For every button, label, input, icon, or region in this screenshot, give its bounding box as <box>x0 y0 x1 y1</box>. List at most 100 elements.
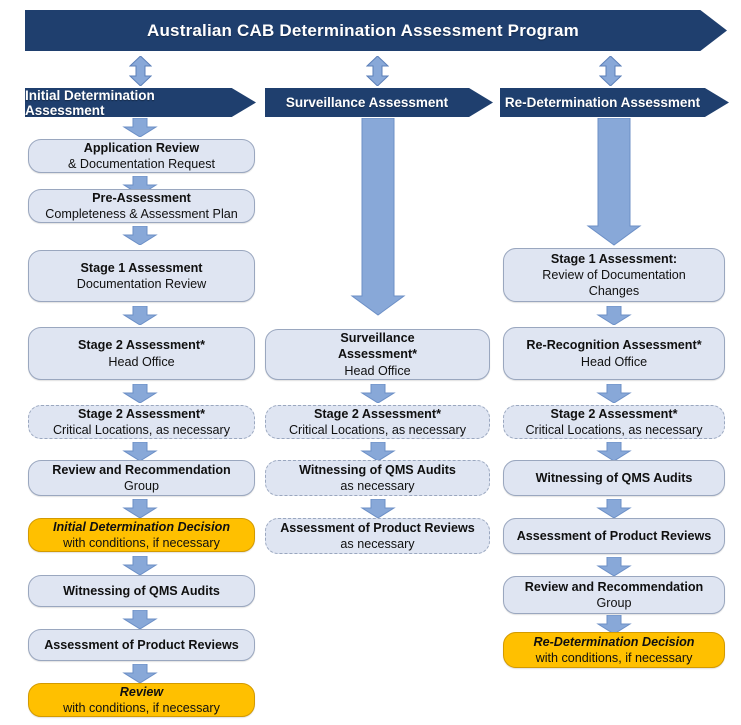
down-arrow-left-8 <box>122 610 158 629</box>
box-left-8: Assessment of Product Reviews <box>28 629 255 661</box>
long-down-arrow-redetermination <box>586 118 642 246</box>
column-header-label: Initial Determination Assessment <box>25 87 155 118</box>
box-line-2: as necessary <box>340 537 415 551</box>
box-left-7: Witnessing of QMS Audits <box>28 575 255 607</box>
box-middle-0: Surveillance Assessment* Head Office <box>265 329 490 380</box>
down-arrow-icon <box>596 557 632 576</box>
box-line-1: Stage 2 Assessment* <box>314 406 441 421</box>
column-header-surveillance: Surveillance Assessment <box>265 88 493 117</box>
down-arrow-middle-0 <box>360 384 396 403</box>
box-line-1: Assessment of Product Reviews <box>280 520 475 535</box>
down-arrow-icon <box>122 556 158 575</box>
box-left-3: Stage 2 Assessment* Head Office <box>28 327 255 380</box>
box-line-2: & Documentation Request <box>67 157 215 171</box>
box-line-2: Head Office <box>580 354 648 369</box>
long-down-arrow-icon <box>586 118 642 246</box>
box-line-1: Review <box>119 684 164 699</box>
box-left-6-decision: Initial Determination Decision with cond… <box>28 518 255 552</box>
box-line-1: Assessment of Product Reviews <box>44 637 239 652</box>
down-arrow-right-5 <box>596 615 632 634</box>
program-title-text: Australian CAB Determination Assessment … <box>147 20 579 40</box>
double-arrow-connector-redetermination <box>599 56 622 86</box>
down-arrow-icon <box>596 615 632 634</box>
down-arrow-icon <box>360 499 396 518</box>
double-arrow-connector-initial <box>129 56 152 86</box>
box-line-2: Critical Locations, as necessary <box>525 423 703 437</box>
box-line-1: Assessment of Product Reviews <box>516 528 712 543</box>
down-arrow-left-6 <box>122 499 158 518</box>
long-down-arrow-surveillance <box>350 118 406 316</box>
down-arrow-icon <box>122 610 158 629</box>
column-header-label: Re-Determination Assessment <box>504 95 701 110</box>
box-line-2: with conditions, if necessary <box>63 701 220 715</box>
box-line-1: Stage 2 Assessment* <box>78 338 205 353</box>
down-arrow-icon <box>596 442 632 461</box>
double-arrow-connector-surveillance <box>366 56 389 86</box>
box-line-1: Review and Recommendation <box>524 579 704 594</box>
box-line-1: Re-Determination Decision <box>533 634 695 649</box>
box-line-2: Documentation Review <box>76 277 207 291</box>
down-arrow-left-5 <box>122 442 158 461</box>
box-line-2: Head Office <box>108 354 175 369</box>
down-arrow-icon <box>122 499 158 518</box>
double-headed-vertical-arrow-icon <box>129 56 152 86</box>
box-right-0: Stage 1 Assessment: Review of Documentat… <box>503 248 725 302</box>
box-line-1: Witnessing of QMS Audits <box>299 462 456 477</box>
box-line-1: Application Review <box>83 140 200 155</box>
box-right-2: Stage 2 Assessment* Critical Locations, … <box>503 405 725 439</box>
box-line-1: Stage 1 Assessment: <box>550 251 678 266</box>
down-arrow-icon <box>360 442 396 461</box>
box-line-3: Changes <box>588 284 640 299</box>
box-line-1: Review and Recommendation <box>52 462 231 477</box>
down-arrow-right-4 <box>596 557 632 576</box>
down-arrow-icon <box>360 384 396 403</box>
down-arrow-icon <box>122 384 158 403</box>
box-middle-3: Assessment of Product Reviews as necessa… <box>265 518 490 554</box>
down-arrow-left-2 <box>122 226 158 245</box>
box-left-1: Pre-Assessment Completeness & Assessment… <box>28 189 255 223</box>
box-line-2: Review of Documentation <box>542 267 686 282</box>
column-header-initial-determination: Initial Determination Assessment <box>25 88 256 117</box>
box-line-3: Head Office <box>344 363 411 378</box>
down-arrow-icon <box>122 442 158 461</box>
column-header-redetermination: Re-Determination Assessment <box>500 88 729 117</box>
box-line-1: Stage 1 Assessment <box>80 260 203 275</box>
box-line-1: Re-Recognition Assessment* <box>526 338 702 353</box>
box-middle-1: Stage 2 Assessment* Critical Locations, … <box>265 405 490 439</box>
box-line-2: as necessary <box>340 479 415 493</box>
double-headed-vertical-arrow-icon <box>366 56 389 86</box>
box-line-2: Assessment* <box>337 347 418 362</box>
box-line-2: Critical Locations, as necessary <box>52 423 231 437</box>
down-arrow-left-7 <box>122 556 158 575</box>
box-right-6-decision: Re-Determination Decision with condition… <box>503 632 725 668</box>
box-line-1: Stage 2 Assessment* <box>550 406 678 421</box>
box-line-2: Completeness & Assessment Plan <box>45 207 238 221</box>
box-line-2: with conditions, if necessary <box>63 536 220 550</box>
down-arrow-icon <box>122 118 158 137</box>
down-arrow-left-9 <box>122 664 158 683</box>
box-left-5: Review and Recommendation Group <box>28 460 255 496</box>
box-line-1: Witnessing of QMS Audits <box>535 470 693 485</box>
box-right-1: Re-Recognition Assessment* Head Office <box>503 327 725 380</box>
down-arrow-right-2 <box>596 442 632 461</box>
box-line-1: Pre-Assessment <box>92 190 191 205</box>
box-left-4: Stage 2 Assessment* Critical Locations, … <box>28 405 255 439</box>
down-arrow-icon <box>596 306 632 325</box>
down-arrow-icon <box>122 226 158 245</box>
box-left-2: Stage 1 Assessment Documentation Review <box>28 250 255 302</box>
box-line-1: Initial Determination Decision <box>52 519 231 534</box>
long-down-arrow-icon <box>350 118 406 316</box>
down-arrow-left-3 <box>122 306 158 325</box>
down-arrow-left-0 <box>122 118 158 137</box>
double-headed-vertical-arrow-icon <box>599 56 622 86</box>
box-left-9-review: Review with conditions, if necessary <box>28 683 255 717</box>
box-line-1: Surveillance <box>340 331 415 346</box>
down-arrow-icon <box>596 384 632 403</box>
down-arrow-left-4 <box>122 384 158 403</box>
down-arrow-right-0 <box>596 306 632 325</box>
box-right-3: Witnessing of QMS Audits <box>503 460 725 496</box>
box-right-5: Review and Recommendation Group <box>503 576 725 614</box>
down-arrow-right-3 <box>596 499 632 518</box>
down-arrow-middle-2 <box>360 499 396 518</box>
